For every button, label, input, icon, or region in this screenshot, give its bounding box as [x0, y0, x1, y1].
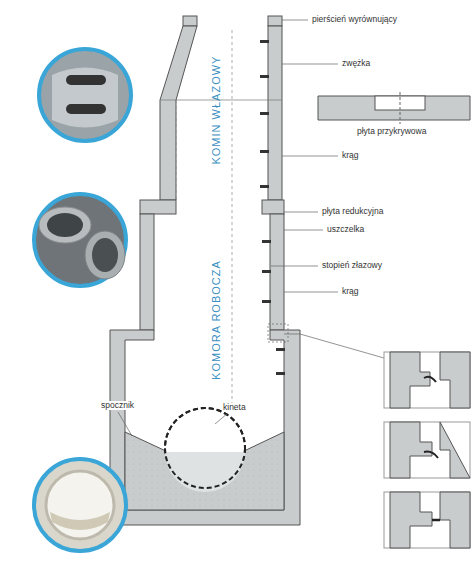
part-label: zwężka [341, 59, 371, 68]
part-label: uszczelka [326, 225, 365, 234]
part-label: płyta redukcyjna [321, 207, 384, 216]
part-label: kineta [222, 403, 247, 412]
part-label: pierścień wyrównujący [311, 15, 398, 24]
part-label: płyta przykrywowa [356, 127, 427, 136]
section-title: KOMIN WŁAZOWY [210, 55, 222, 166]
section-title: KOMORA ROBOCZA [210, 259, 222, 381]
part-label: stopień złazowy [321, 261, 383, 270]
part-label: spocznik [100, 401, 135, 410]
part-label: krąg [341, 151, 360, 160]
part-label: krąg [341, 287, 360, 296]
